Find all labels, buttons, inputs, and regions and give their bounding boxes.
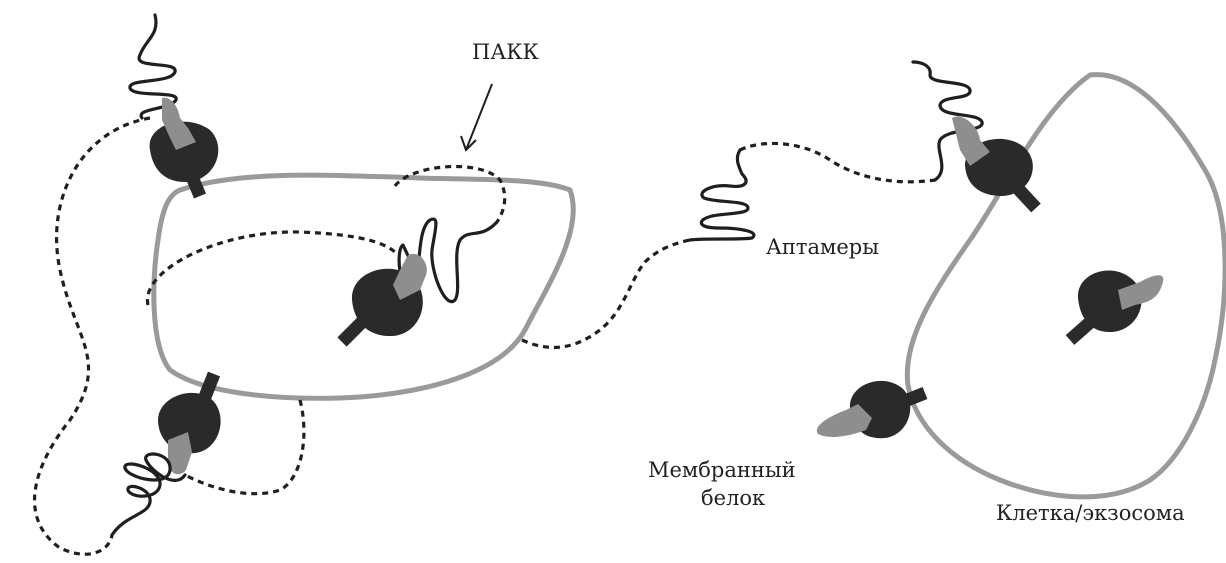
free-aptamer-dashed-tail (740, 143, 935, 181)
receptor-inner (342, 254, 427, 342)
outer-dashed-loop (35, 118, 150, 554)
right-cell-membrane (907, 75, 1225, 497)
label-membrane-protein-line2: белок (701, 486, 765, 510)
label-membrane-protein-line1: Мембранный (648, 458, 796, 482)
receptor-right-top (952, 117, 1036, 208)
top-dashed-arc (395, 167, 505, 222)
label-aptamers: Аптамеры (766, 235, 879, 259)
aptamer-coil-free (690, 150, 754, 240)
label-pakk: ПАКК (472, 40, 539, 64)
receptor-right-inner (1070, 271, 1163, 340)
pakk-arrow (461, 84, 492, 150)
middle-dashed-strand (522, 240, 690, 347)
label-cell-exosome: Клетка/экзосома (996, 501, 1185, 525)
